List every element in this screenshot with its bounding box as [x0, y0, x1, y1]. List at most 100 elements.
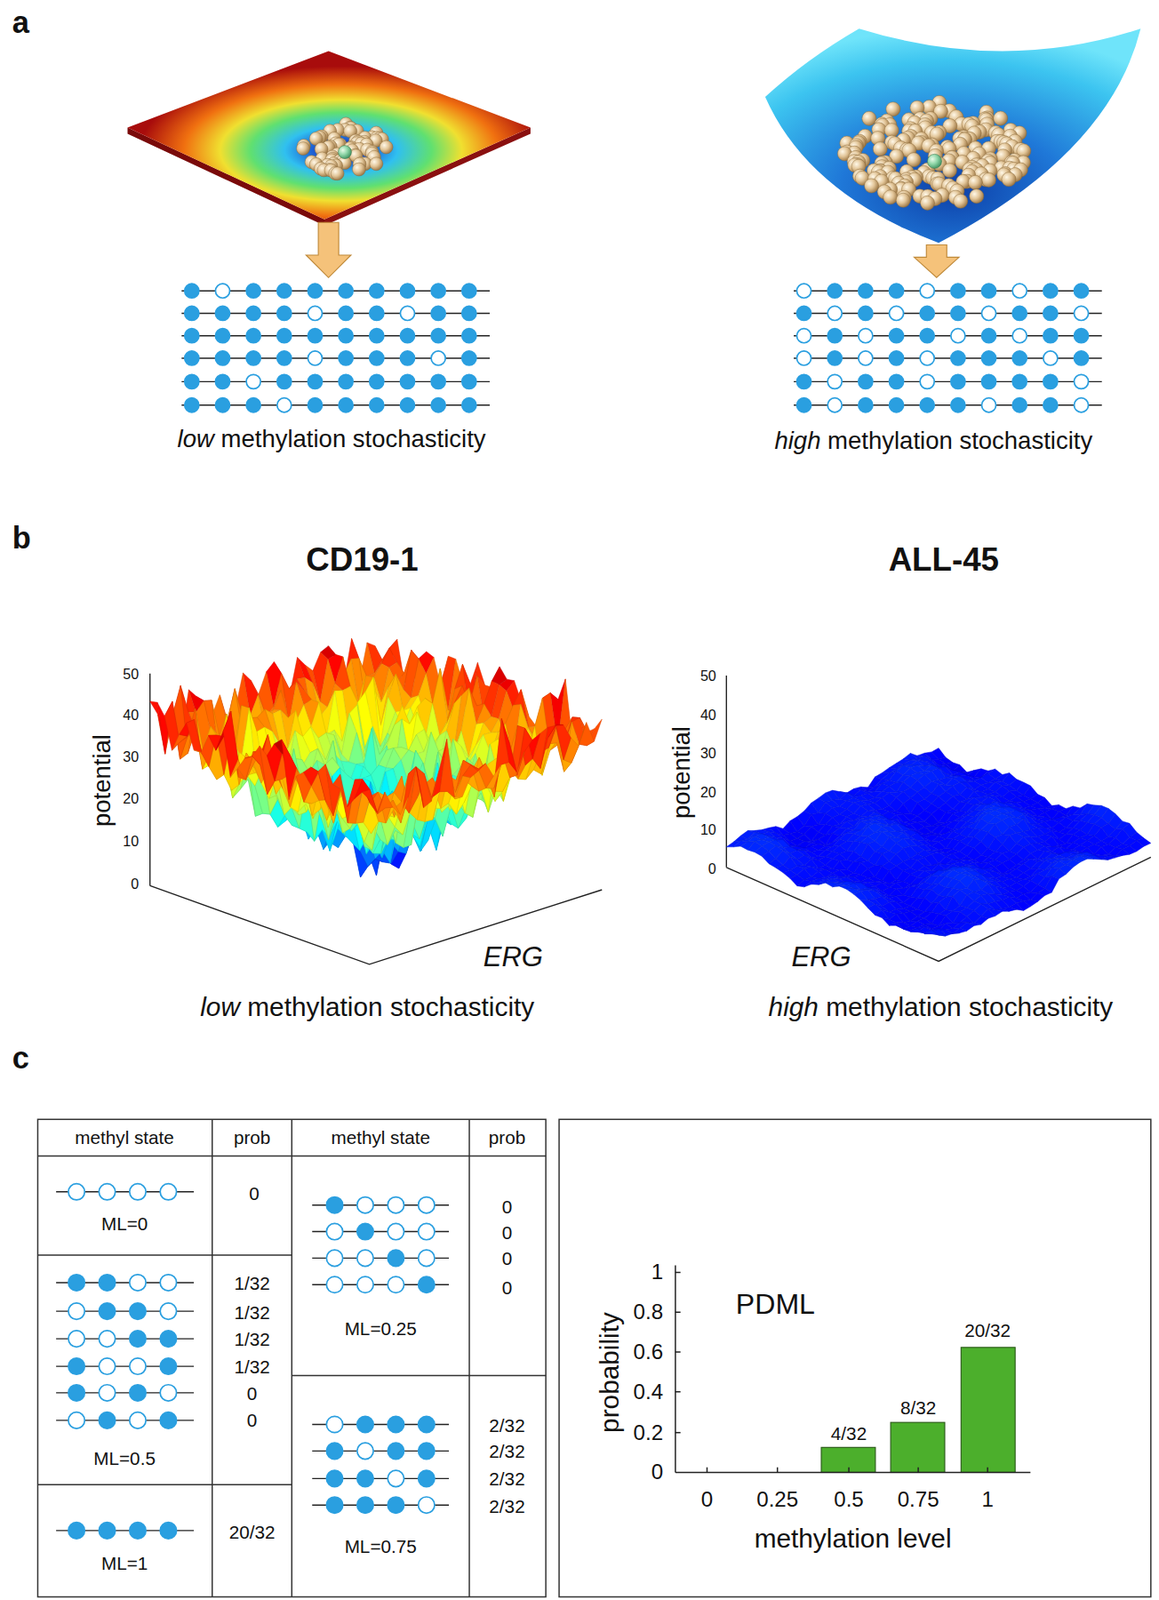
methylated-cpg	[1073, 351, 1088, 366]
methylated-cpg	[888, 283, 904, 298]
methylated-cpg	[246, 351, 261, 366]
methylated-cpg	[357, 1415, 374, 1432]
methylated-cpg	[326, 1442, 343, 1459]
unmethylated-cpg	[68, 1302, 85, 1319]
methylated-cpg	[462, 374, 477, 389]
unmethylated-cpg	[1012, 328, 1027, 344]
unmethylated-cpg	[68, 1183, 85, 1200]
methylated-cpg	[797, 305, 812, 320]
potential-surface	[463, 765, 479, 778]
methylated-cpg	[1012, 305, 1027, 320]
unmethylated-cpg	[129, 1412, 146, 1429]
methylated-cpg	[246, 283, 261, 298]
methylated-cpg	[1012, 398, 1027, 413]
unmethylated-cpg	[919, 374, 935, 389]
methylated-cpg	[129, 1522, 146, 1539]
methylated-cpg	[159, 1330, 176, 1347]
cell-sphere	[981, 172, 996, 187]
methylated-cpg	[1043, 398, 1058, 413]
methylated-cpg	[129, 1330, 146, 1347]
unmethylated-cpg	[277, 398, 292, 413]
methylated-cpg	[246, 305, 261, 320]
unmethylated-cpg	[387, 1197, 404, 1214]
methylated-cpg	[326, 1197, 343, 1214]
potential-surface	[281, 739, 297, 800]
unmethylated-cpg	[387, 1276, 404, 1293]
methylated-cpg	[277, 374, 292, 389]
unmethylated-cpg	[387, 1222, 404, 1239]
methylated-cpg	[399, 374, 415, 389]
cell-sphere	[330, 167, 344, 181]
unmethylated-cpg	[981, 305, 996, 320]
unmethylated-cpg	[858, 328, 873, 344]
potential-surface	[349, 732, 365, 764]
methylated-cpg	[951, 351, 966, 366]
methylated-cpg	[951, 283, 966, 298]
unmethylated-cpg	[159, 1183, 176, 1200]
methylated-cpg	[387, 1442, 404, 1459]
energy-plate	[127, 50, 530, 219]
methylated-cpg	[338, 283, 353, 298]
unmethylated-cpg	[98, 1384, 115, 1401]
unmethylated-cpg	[919, 283, 935, 298]
methylated-cpg	[159, 1522, 176, 1539]
unmethylated-cpg	[215, 283, 230, 298]
methylated-cpg	[387, 1249, 404, 1266]
methylated-cpg	[277, 351, 292, 366]
unmethylated-cpg	[1073, 305, 1088, 320]
methylated-cpg	[418, 1470, 435, 1487]
methylated-cpg	[431, 328, 446, 344]
potential-surface	[186, 719, 202, 753]
methylated-cpg	[797, 374, 812, 389]
unmethylated-cpg	[827, 305, 842, 320]
unmethylated-cpg	[357, 1197, 374, 1214]
unmethylated-cpg	[418, 1496, 435, 1513]
methylated-cpg	[369, 351, 384, 366]
cell-sphere	[942, 163, 957, 178]
unmethylated-cpg	[981, 398, 996, 413]
potential-surface	[392, 797, 408, 823]
methylated-cpg	[357, 1496, 374, 1513]
methylated-cpg	[431, 398, 446, 413]
methylated-cpg	[98, 1302, 115, 1319]
unmethylated-cpg	[357, 1276, 374, 1293]
methylated-cpg	[277, 305, 292, 320]
potential-surface	[1115, 848, 1130, 856]
unmethylated-cpg	[326, 1276, 343, 1293]
chart-axes	[675, 1264, 1031, 1472]
unmethylated-cpg	[326, 1415, 343, 1432]
methylated-cpg	[338, 328, 353, 344]
methylated-cpg	[981, 328, 996, 344]
methylated-cpg	[369, 305, 384, 320]
methylated-cpg	[981, 374, 996, 389]
methylated-cpg	[431, 374, 446, 389]
methylated-cpg	[369, 398, 384, 413]
methylated-cpg	[68, 1358, 85, 1375]
cell-sphere	[883, 190, 898, 205]
potential-surface	[1094, 846, 1109, 856]
methylated-cpg	[1073, 283, 1088, 298]
potential-surface	[361, 789, 377, 812]
methylated-cpg	[462, 328, 477, 344]
unmethylated-cpg	[98, 1358, 115, 1375]
methylated-cpg	[326, 1470, 343, 1487]
unmethylated-cpg	[888, 305, 904, 320]
potential-surface	[238, 751, 254, 781]
methylated-cpg	[215, 351, 230, 366]
unmethylated-cpg	[357, 1442, 374, 1459]
methylated-cpg	[184, 398, 200, 413]
down-arrow	[305, 222, 352, 278]
methylated-cpg	[338, 374, 353, 389]
potential-surface	[186, 719, 202, 755]
cell-sphere	[895, 192, 911, 208]
cell-sphere	[351, 162, 366, 176]
methylated-cpg	[462, 398, 477, 413]
unmethylated-cpg	[129, 1274, 146, 1291]
methylated-cpg	[919, 398, 935, 413]
potential-surface	[415, 767, 432, 808]
cell-sphere	[993, 111, 1008, 126]
energy-bowl	[765, 28, 1141, 243]
methylated-cpg	[418, 1415, 435, 1432]
methylated-cpg	[919, 328, 935, 344]
methylated-cpg	[387, 1415, 404, 1432]
